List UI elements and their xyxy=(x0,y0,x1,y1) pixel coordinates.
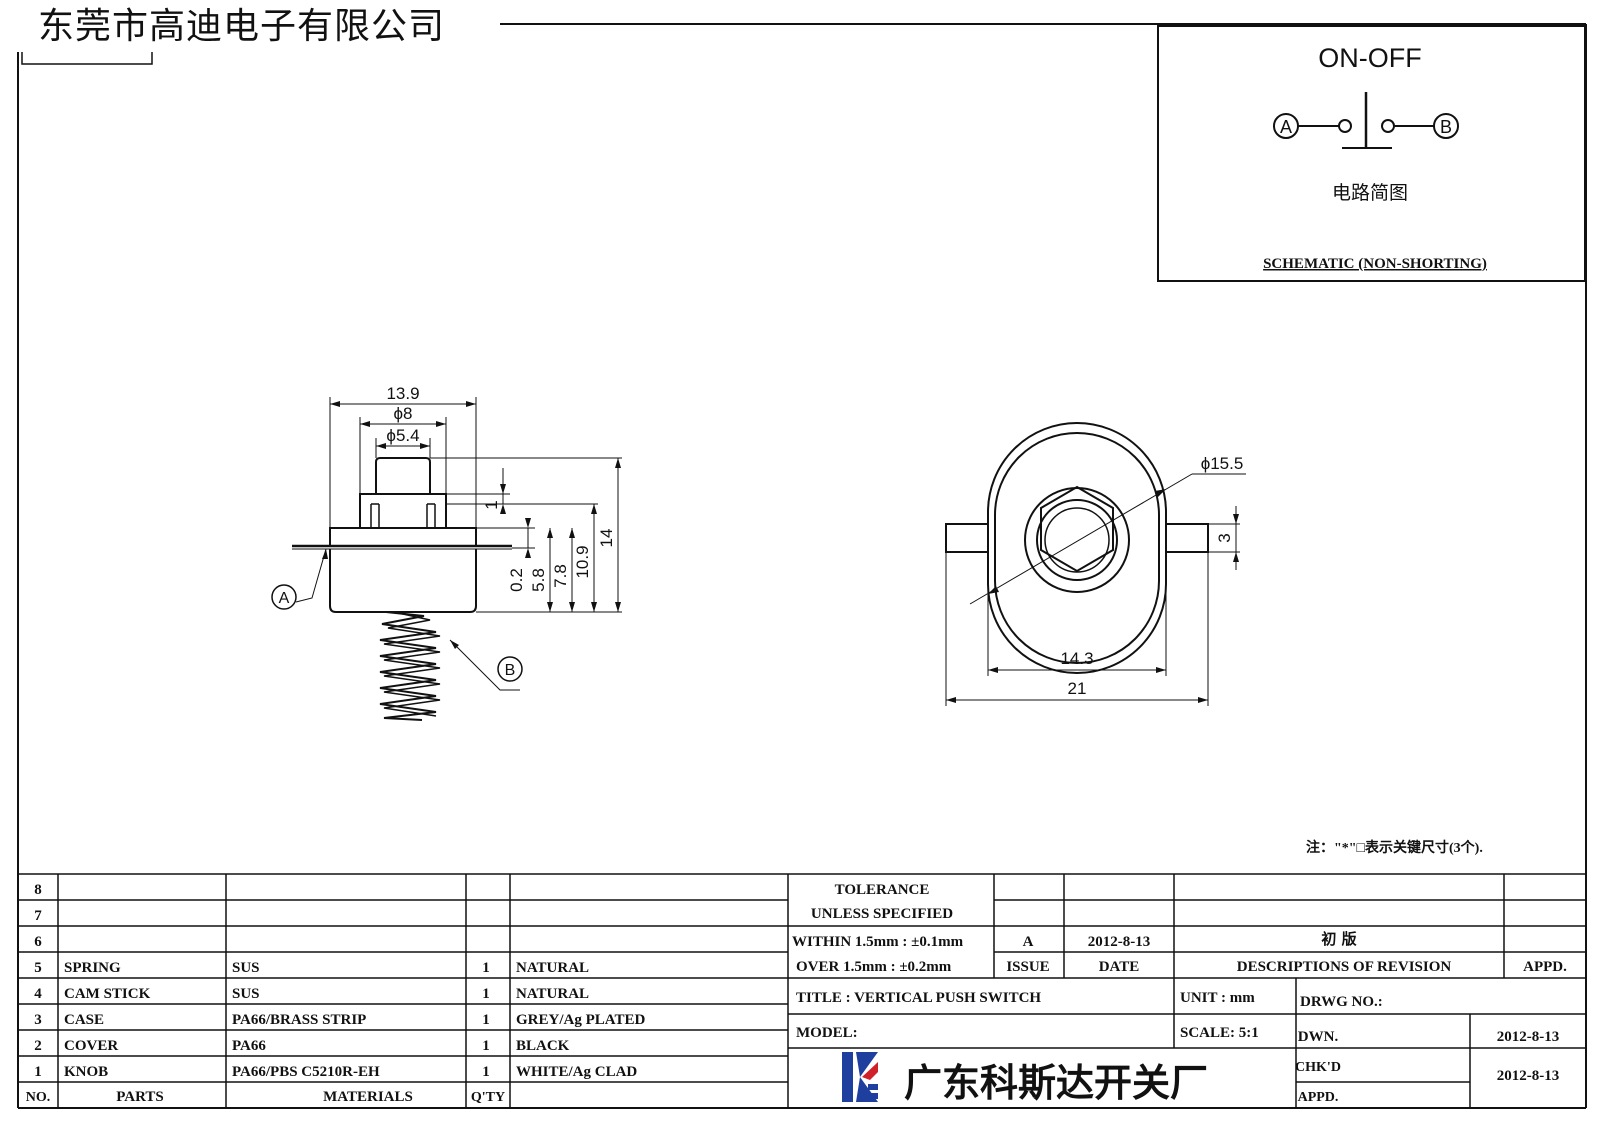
top-view-dim-labels: ϕ15.5 3 14.3 21 xyxy=(1060,454,1243,698)
bom-row: 1 KNOB PA66/PBS C5210R-EH 1 WHITE/Ag CLA… xyxy=(34,1064,637,1080)
svg-text:2: 2 xyxy=(34,1038,42,1054)
schematic-box: ON-OFF A B 电路简图 SCHEMATIC (NON-SHORTING) xyxy=(1157,25,1586,282)
header-desc: DESCRIPTIONS OF REVISION xyxy=(1237,959,1452,975)
svg-text:1: 1 xyxy=(482,1012,490,1028)
svg-text:GREY/Ag PLATED: GREY/Ag PLATED xyxy=(516,1012,645,1028)
factory-logo-icon xyxy=(842,1052,878,1102)
title-block-grid xyxy=(18,873,1586,1108)
rev-issue: A xyxy=(1023,934,1034,950)
bom-row: 4 CAM STICK SUS 1 NATURAL xyxy=(34,986,589,1002)
title-block: TOLERANCE UNLESS SPECIFIED WITHIN 1.5mm … xyxy=(792,882,1567,1105)
drwg-no: DRWG NO.: xyxy=(1300,994,1383,1010)
dwn-date: 2012-8-13 xyxy=(1497,1029,1560,1045)
svg-text:1: 1 xyxy=(482,1064,490,1080)
header-appd: APPD. xyxy=(1523,959,1567,975)
top-view-arrows xyxy=(946,489,1239,703)
tolerance-within: WITHIN 1.5mm : ±0.1mm xyxy=(792,934,964,950)
svg-text:MATERIALS: MATERIALS xyxy=(323,1089,413,1105)
model: MODEL: xyxy=(796,1025,858,1041)
svg-text:KNOB: KNOB xyxy=(64,1064,108,1080)
top-view xyxy=(945,422,1209,674)
dwn-label: DWN. xyxy=(1298,1029,1339,1045)
svg-text:1: 1 xyxy=(482,1038,490,1054)
svg-text:CAM STICK: CAM STICK xyxy=(64,986,151,1002)
dim-10-9: 10.9 xyxy=(573,545,592,578)
unit: UNIT : mm xyxy=(1180,990,1255,1006)
key-dimension-note: 注："*"□表示关键尺寸(3个). xyxy=(1306,839,1483,856)
dim-21: 21 xyxy=(1068,679,1087,698)
circuit-label: 电路简图 xyxy=(1332,182,1408,204)
header-issue: ISSUE xyxy=(1006,959,1049,975)
dim-14: 14 xyxy=(597,529,616,548)
svg-text:SUS: SUS xyxy=(232,986,260,1002)
svg-text:NO.: NO. xyxy=(26,1090,51,1105)
svg-text:SPRING: SPRING xyxy=(64,960,121,976)
company-name: 东莞市高迪电子有限公司 xyxy=(30,4,454,50)
tolerance-subheading: UNLESS SPECIFIED xyxy=(811,906,953,922)
bom-row: 8 xyxy=(34,882,42,898)
svg-text:WHITE/Ag CLAD: WHITE/Ag CLAD xyxy=(516,1064,637,1080)
drawing-title: TITLE : VERTICAL PUSH SWITCH xyxy=(796,990,1041,1006)
side-view-dimensions xyxy=(295,397,622,691)
svg-text:PA66/BRASS STRIP: PA66/BRASS STRIP xyxy=(232,1012,366,1028)
svg-text:7: 7 xyxy=(34,908,42,924)
svg-text:PARTS: PARTS xyxy=(116,1089,164,1105)
rev-date: 2012-8-13 xyxy=(1088,934,1151,950)
bom-row: 5 SPRING SUS 1 NATURAL xyxy=(34,960,589,976)
svg-text:SUS: SUS xyxy=(232,960,260,976)
dim-13-9: 13.9 xyxy=(386,384,419,403)
dim-phi-15-5: ϕ15.5 xyxy=(1201,454,1244,473)
svg-text:8: 8 xyxy=(34,882,42,898)
callout-b: B xyxy=(505,662,516,679)
svg-text:COVER: COVER xyxy=(64,1038,118,1054)
bom-table: 8 7 6 5 SPRING SUS 1 NATURAL 4 CAM STICK… xyxy=(26,882,646,1105)
callout-a: A xyxy=(279,590,290,607)
svg-text:BLACK: BLACK xyxy=(516,1038,570,1054)
chkd-date: 2012-8-13 xyxy=(1497,1068,1560,1084)
svg-text:1: 1 xyxy=(34,1064,42,1080)
dim-3: 3 xyxy=(1215,533,1234,542)
schematic-terminal-a: A xyxy=(1280,117,1292,137)
header-date: DATE xyxy=(1099,959,1140,975)
tolerance-heading: TOLERANCE xyxy=(835,882,930,898)
bom-row: 7 xyxy=(34,908,42,924)
dim-5-8: 5.8 xyxy=(529,568,548,592)
tolerance-over: OVER 1.5mm : ±0.2mm xyxy=(796,959,952,975)
bom-row: 3 CASE PA66/BRASS STRIP 1 GREY/Ag PLATED xyxy=(34,1012,645,1028)
schematic-mode: ON-OFF xyxy=(1318,43,1421,73)
appd-label: APPD. xyxy=(1298,1090,1339,1105)
svg-text:CASE: CASE xyxy=(64,1012,104,1028)
bom-row: 2 COVER PA66 1 BLACK xyxy=(34,1038,569,1054)
top-view-dimensions xyxy=(945,473,1246,706)
svg-text:4: 4 xyxy=(34,986,42,1002)
svg-text:5: 5 xyxy=(34,960,42,976)
svg-text:NATURAL: NATURAL xyxy=(516,986,589,1002)
scale: SCALE: 5:1 xyxy=(1180,1025,1259,1041)
dim-7-8: 7.8 xyxy=(551,564,570,588)
side-view-arrows xyxy=(322,401,621,649)
svg-text:1: 1 xyxy=(482,960,490,976)
svg-text:3: 3 xyxy=(34,1012,42,1028)
svg-text:6: 6 xyxy=(34,934,42,950)
dim-14-3: 14.3 xyxy=(1060,649,1093,668)
schematic-caption: SCHEMATIC (NON-SHORTING) xyxy=(1263,256,1487,272)
side-view-dim-labels: 13.9 ϕ8 ϕ5.4 1 0.2 5.8 7.8 10.9 14 A B xyxy=(271,384,616,682)
schematic-terminal-b: B xyxy=(1440,117,1452,137)
rev-desc: 初 版 xyxy=(1321,930,1356,948)
bom-row: 6 xyxy=(34,934,42,950)
dim-phi-5-4: ϕ5.4 xyxy=(386,426,419,445)
svg-text:PA66: PA66 xyxy=(232,1038,266,1054)
svg-text:1: 1 xyxy=(482,986,490,1002)
dim-phi-8: ϕ8 xyxy=(394,404,413,423)
svg-text:NATURAL: NATURAL xyxy=(516,960,589,976)
chkd-label: CHK'D xyxy=(1295,1060,1341,1075)
dim-0-2: 0.2 xyxy=(507,568,526,592)
svg-text:PA66/PBS C5210R-EH: PA66/PBS C5210R-EH xyxy=(232,1064,380,1080)
side-view xyxy=(292,457,512,721)
dim-1: 1 xyxy=(482,500,501,509)
bom-header: NO. PARTS MATERIALS Q'TY xyxy=(26,1089,505,1105)
factory-name: 广东科斯达开关厂 xyxy=(904,1061,1208,1105)
svg-text:Q'TY: Q'TY xyxy=(471,1090,505,1105)
